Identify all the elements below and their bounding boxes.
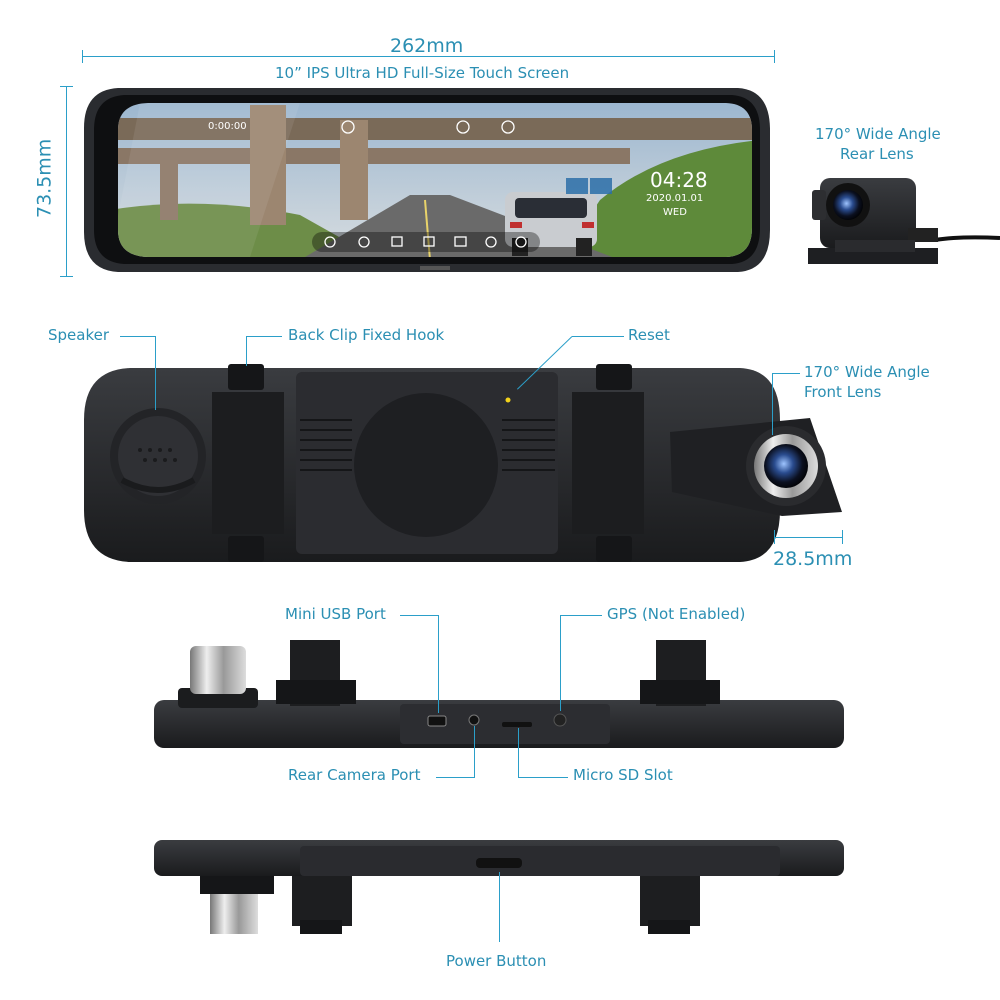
micro-sd-label: Micro SD Slot: [573, 766, 673, 784]
screen-weekday: WED: [663, 207, 687, 218]
mini-usb-label: Mini USB Port: [285, 605, 386, 623]
mini-usb-leader-h: [400, 615, 438, 616]
speaker-label: Speaker: [48, 326, 110, 344]
rear-lens-label-line2: Rear Lens: [840, 145, 914, 163]
rear-camera-port-leader-h: [436, 777, 474, 778]
front-lens-leader-v: [772, 373, 773, 435]
width-dimension-tick-right: [774, 50, 775, 63]
speaker-leader-v: [155, 336, 156, 410]
reset-leader-h: [572, 336, 624, 337]
speaker-leader-h: [120, 336, 156, 337]
rear-lens-label-line1: 170° Wide Angle: [815, 125, 941, 143]
width-dimension-tick-left: [82, 50, 83, 63]
screen-timer: 0:00:00: [208, 121, 247, 132]
back-mirror: [84, 364, 842, 562]
screen-clock: 04:28: [650, 168, 708, 192]
rear-camera-port-leader-v: [474, 726, 475, 778]
bottom-view: [154, 640, 844, 748]
lens-depth-tick-right: [842, 530, 843, 544]
front-lens-label-line1: 170° Wide Angle: [804, 363, 930, 381]
gps-label: GPS (Not Enabled): [607, 605, 746, 623]
height-dimension-line: [66, 86, 67, 276]
hook-leader-v: [246, 336, 247, 366]
mini-usb-leader-v: [438, 615, 439, 713]
height-dimension-tick-top: [60, 86, 73, 87]
front-lens-label-line2: Front Lens: [804, 383, 882, 401]
front-mirror: [84, 88, 770, 272]
top-view: [154, 840, 844, 934]
power-leader-v: [499, 872, 500, 942]
rear-camera-port-label: Rear Camera Port: [288, 766, 421, 784]
gps-leader-v: [560, 615, 561, 711]
screen-date: 2020.01.01: [646, 193, 704, 204]
micro-sd-leader-v: [518, 728, 519, 778]
lens-depth-tick-left: [774, 530, 775, 544]
front-lens-leader-h: [772, 373, 800, 374]
hook-label: Back Clip Fixed Hook: [288, 326, 445, 344]
hook-leader-h: [246, 336, 282, 337]
gps-leader-h: [560, 615, 602, 616]
height-dimension-tick-bottom: [60, 276, 73, 277]
reset-label: Reset: [628, 326, 670, 344]
power-button-label: Power Button: [446, 952, 547, 970]
rear-camera: [808, 178, 1000, 264]
width-dimension-line: [82, 56, 774, 57]
screen-label: 10” IPS Ultra HD Full-Size Touch Screen: [275, 64, 570, 82]
width-dimension-label: 262mm: [390, 35, 464, 57]
micro-sd-leader-h: [518, 777, 568, 778]
lens-depth-line: [774, 537, 842, 538]
lens-depth-label: 28.5mm: [773, 548, 853, 570]
